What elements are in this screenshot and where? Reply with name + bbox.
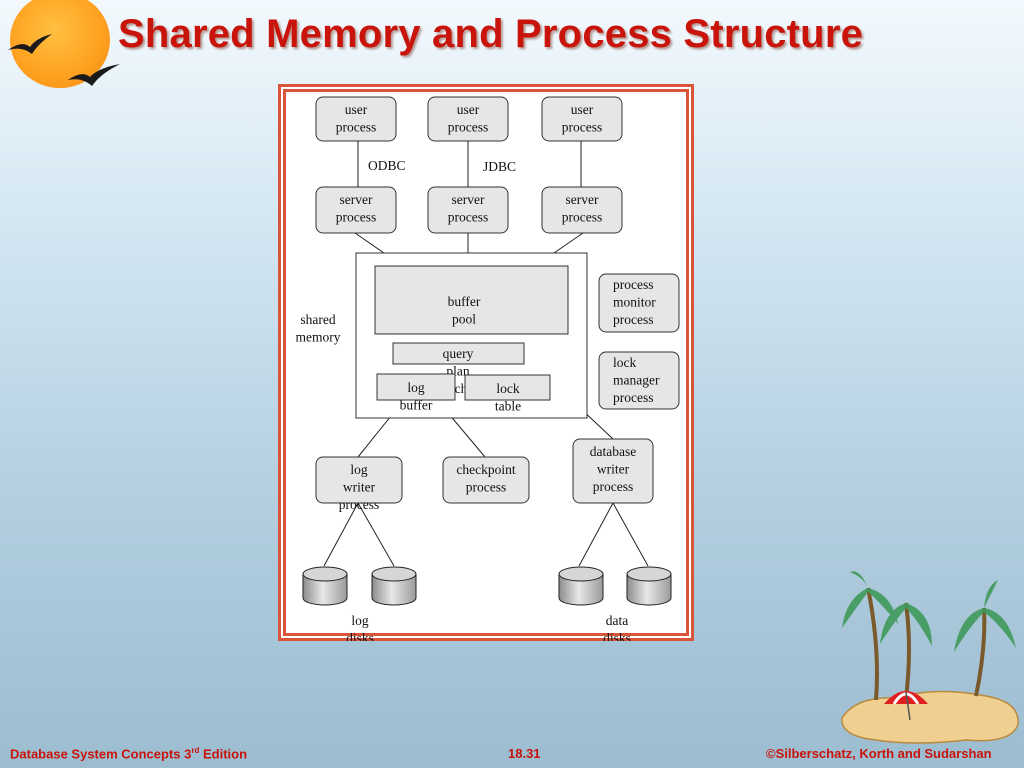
footer-page-number: 18.31 [508,746,541,761]
bird-icon [8,34,52,54]
footer-book-title: Database System Concepts 3rd Edition [10,746,248,762]
disk-icon [302,566,348,606]
odbc-label: ODBC [368,158,406,173]
bird-icon [68,64,120,86]
sun-decoration [10,0,110,88]
jdbc-label: JDBC [483,159,516,174]
island-palm-decoration [841,571,1019,744]
footer-copyright: ©Silberschatz, Korth and Sudarshan [766,746,992,761]
disk-icon [371,566,417,606]
disk-icon [626,566,672,606]
slide-title: Shared Memory and Process Structure [118,12,864,56]
bird-icons [8,34,120,86]
disk-icon [558,566,604,606]
